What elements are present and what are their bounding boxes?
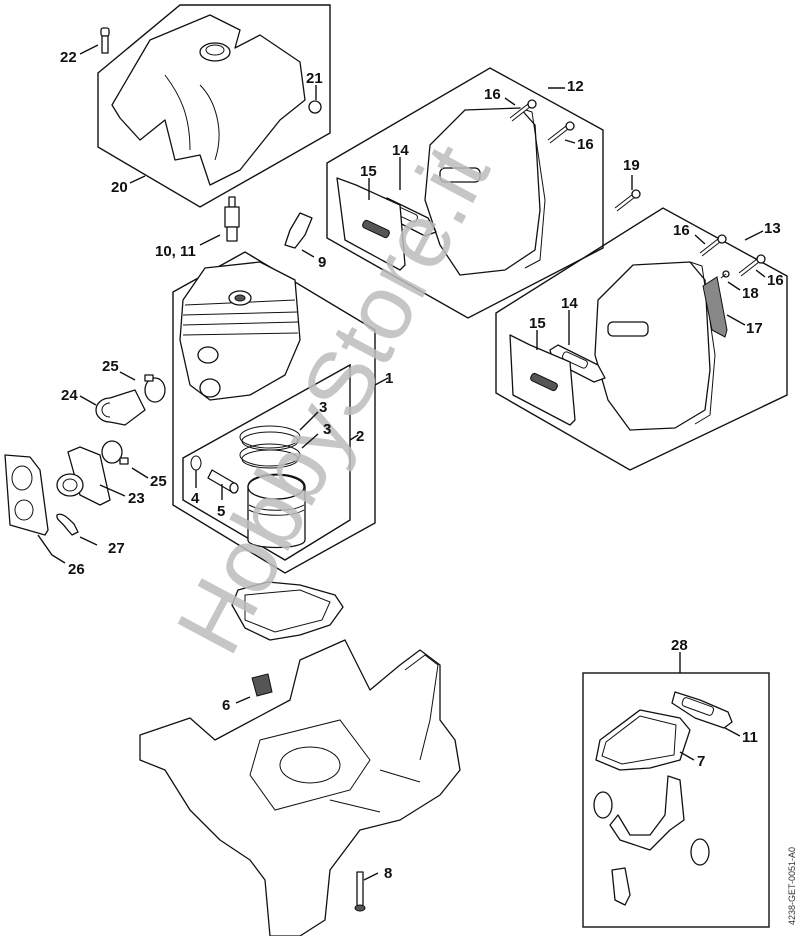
callout-25b[interactable]: 25 [150,473,167,490]
screw-16b-part[interactable] [547,121,575,144]
callout-15a[interactable]: 15 [360,163,377,180]
screw-16a-part[interactable] [508,99,537,122]
group-frame-shroud [97,4,331,208]
screw-16d-part[interactable] [738,254,766,277]
callout-18[interactable]: 18 [742,285,759,302]
callout-4[interactable]: 4 [191,490,200,507]
hose-clamp-25a-part[interactable] [144,374,166,403]
decompression-valve-part[interactable] [284,212,313,249]
piston-rings-part[interactable] [239,425,301,469]
group-frame-muffler-13 [495,207,788,471]
group-frame-gasket-set-28 [582,672,770,928]
group-frame-piston-2 [182,363,351,561]
screw-8-part[interactable] [354,871,366,912]
muffler-gasket-14b-part[interactable] [549,344,606,383]
callout-16b[interactable]: 16 [577,136,594,153]
gasket-set-contents[interactable] [593,691,733,906]
cooling-plate-15b-part[interactable] [509,334,576,426]
cooling-plate-15a-part[interactable] [336,177,406,271]
callout-1[interactable]: 1 [385,370,393,387]
screw-19-part[interactable] [614,189,641,212]
crankcase-part [139,639,461,936]
callout-15b[interactable]: 15 [529,315,546,332]
callout-14a[interactable]: 14 [392,142,409,159]
callout-2[interactable]: 2 [356,428,364,445]
callout-19[interactable]: 19 [623,157,640,174]
leader-lines [37,44,766,881]
screw-18-part[interactable] [720,270,730,279]
shroud-part[interactable] [111,14,306,186]
document-id: 4238-GET-0051-A0 [787,847,797,925]
group-frame-cylinder-1 [172,251,376,574]
manifold-part[interactable] [56,446,111,506]
callout-25a[interactable]: 25 [102,358,119,375]
callout-27[interactable]: 27 [108,540,125,557]
callout-16a[interactable]: 16 [484,86,501,103]
spark-plug-part[interactable] [224,196,240,242]
needle-cage-part[interactable] [251,673,273,697]
callout-24[interactable]: 24 [61,387,78,404]
group-frame-muffler-12 [326,67,604,319]
grommet-21-part[interactable] [308,100,322,114]
carrier-plate-part[interactable] [4,454,49,536]
piston-part[interactable] [247,473,306,549]
screw-16c-part[interactable] [699,234,727,257]
callout-3a[interactable]: 3 [319,399,327,416]
callout-22[interactable]: 22 [60,49,77,66]
callout-3b[interactable]: 3 [323,421,331,438]
intake-flange-part[interactable] [95,389,146,426]
callout-26[interactable]: 26 [68,561,85,578]
callout-17[interactable]: 17 [746,320,763,337]
callout-9[interactable]: 9 [318,254,326,271]
callout-13[interactable]: 13 [764,220,781,237]
callout-28[interactable]: 28 [671,637,688,654]
callout-11[interactable]: 11 [742,729,758,746]
callout-16c[interactable]: 16 [673,222,690,239]
impulse-hose-part[interactable] [56,513,79,536]
callout-23[interactable]: 23 [128,490,145,507]
piston-pin-part[interactable] [207,469,239,494]
spark-arrestor-screen-part[interactable] [702,276,728,338]
hose-clamp-25b-part[interactable] [101,440,129,465]
callout-14b[interactable]: 14 [561,295,578,312]
callout-12[interactable]: 12 [567,78,584,95]
cylinder-gasket-part[interactable] [231,581,344,641]
callout-5[interactable]: 5 [217,503,225,520]
callout-21[interactable]: 21 [306,70,323,87]
snap-ring-part[interactable] [190,455,202,471]
callout-7[interactable]: 7 [697,753,705,770]
callout-8[interactable]: 8 [384,865,392,882]
muffler-13-part[interactable] [594,261,716,431]
cylinder-part[interactable] [179,261,301,401]
callout-20[interactable]: 20 [111,179,128,196]
callout-16d[interactable]: 16 [767,272,784,289]
callout-6[interactable]: 6 [222,697,230,714]
callout-labels: 22 21 20 10, 11 9 12 16 16 14 15 19 13 1… [60,49,784,882]
screw-22-part[interactable] [100,27,110,54]
callout-10-11[interactable]: 10, 11 [155,243,196,260]
